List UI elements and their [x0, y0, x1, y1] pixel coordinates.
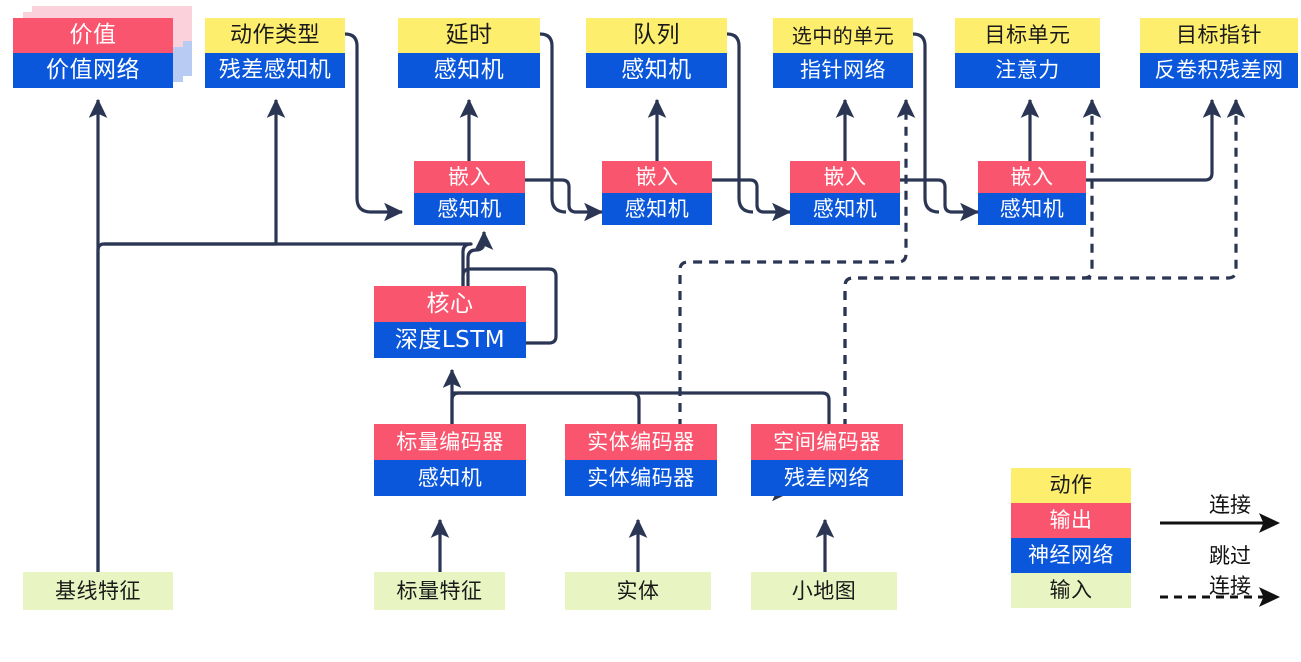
node-input-scalar-feats-label: 标量特征: [374, 572, 505, 610]
node-core-output-label: 核心: [374, 286, 526, 322]
node-input-minimap[interactable]: 小地图: [751, 572, 897, 610]
node-selected-unit-network-label: 指针网络: [773, 53, 913, 88]
legend-swatches: 动作 输出 神经网络 输入: [1011, 468, 1131, 608]
node-value[interactable]: 价值 价值网络: [13, 18, 173, 88]
node-target-point-action-label: 目标指针: [1140, 18, 1298, 53]
node-input-minimap-label: 小地图: [751, 572, 897, 610]
wire-embed2-to-embed3: [712, 178, 792, 222]
node-delay[interactable]: 延时 感知机: [398, 18, 540, 88]
node-target-unit-action-label: 目标单元: [955, 18, 1100, 53]
wire-core-to-embed1: [466, 230, 494, 286]
node-queue-network-label: 感知机: [586, 53, 727, 88]
node-embed-4[interactable]: 嵌入 感知机: [978, 161, 1086, 225]
node-input-entities[interactable]: 实体: [565, 572, 711, 610]
legend-skip-label-line2: 连接: [1209, 574, 1251, 598]
node-scalar-encoder-output-label: 标量编码器: [374, 424, 526, 460]
legend-edge-samples: [1160, 513, 1280, 607]
node-entity-encoder[interactable]: 实体编码器 实体编码器: [565, 424, 717, 496]
legend-skip-label-line1: 跳过: [1209, 544, 1251, 568]
node-input-entities-label: 实体: [565, 572, 711, 610]
node-queue-action-label: 队列: [586, 18, 727, 53]
node-embed-3-output-label: 嵌入: [790, 161, 900, 193]
wire-queue-hook: [726, 32, 754, 214]
node-embed-3[interactable]: 嵌入 感知机: [790, 161, 900, 225]
skip-entity-enc-to-selected-unit: [678, 98, 916, 460]
node-embed-1-output-label: 嵌入: [414, 161, 525, 193]
node-delay-network-label: 感知机: [398, 53, 540, 88]
node-embed-3-network-label: 感知机: [790, 193, 900, 225]
wire-action-type-to-embed1: [344, 32, 404, 222]
node-input-baseline-label: 基线特征: [23, 572, 173, 610]
skip-spatial-enc-to-target-point: [843, 98, 1246, 460]
node-value-network-label: 价值网络: [13, 53, 173, 88]
node-value-output-label: 价值: [13, 18, 173, 53]
node-action-type[interactable]: 动作类型 残差感知机: [205, 18, 345, 88]
node-queue[interactable]: 队列 感知机: [586, 18, 727, 88]
wire-selected-unit-hook: [912, 32, 940, 214]
legend-swatch-output: 输出: [1011, 503, 1131, 538]
node-selected-unit[interactable]: 选中的单元 指针网络: [773, 18, 913, 88]
wire-embed3-to-embed4: [900, 178, 980, 222]
node-core-network-label: 深度LSTM: [374, 322, 526, 358]
node-embed-2-network-label: 感知机: [602, 193, 712, 225]
node-target-unit[interactable]: 目标单元 注意力: [955, 18, 1100, 88]
node-embed-4-network-label: 感知机: [978, 193, 1086, 225]
node-spatial-encoder[interactable]: 空间编码器 残差网络: [751, 424, 903, 496]
node-embed-1[interactable]: 嵌入 感知机: [414, 161, 525, 225]
node-input-scalar-feats[interactable]: 标量特征: [374, 572, 505, 610]
wire-bus-to-action-type: [104, 98, 286, 246]
node-embed-2-output-label: 嵌入: [602, 161, 712, 193]
node-input-baseline[interactable]: 基线特征: [23, 572, 173, 610]
skip-spatial-enc-to-target-unit: [843, 98, 1102, 460]
node-target-point-network-label: 反卷积残差网: [1140, 53, 1298, 88]
node-spatial-encoder-output-label: 空间编码器: [751, 424, 903, 460]
legend-swatch-network: 神经网络: [1011, 538, 1131, 573]
wire-delay-hook: [539, 32, 567, 214]
node-core[interactable]: 核心 深度LSTM: [374, 286, 526, 358]
wire-embed1-to-embed2: [525, 178, 604, 222]
legend-swatch-input: 输入: [1011, 573, 1131, 608]
node-embed-1-network-label: 感知机: [414, 193, 525, 225]
wire-core-up-stub: [461, 242, 473, 286]
node-selected-unit-action-label: 选中的单元: [773, 18, 913, 53]
node-embed-2[interactable]: 嵌入 感知机: [602, 161, 712, 225]
node-delay-action-label: 延时: [398, 18, 540, 53]
node-action-type-action-label: 动作类型: [205, 18, 345, 53]
node-scalar-encoder[interactable]: 标量编码器 感知机: [374, 424, 526, 496]
node-scalar-encoder-network-label: 感知机: [374, 460, 526, 496]
node-entity-encoder-network-label: 实体编码器: [565, 460, 717, 496]
legend-connection-label: 连接: [1209, 493, 1251, 517]
legend-swatch-action: 动作: [1011, 468, 1131, 503]
node-entity-encoder-output-label: 实体编码器: [565, 424, 717, 460]
wire-embed4-to-target-point: [1086, 98, 1222, 182]
node-action-type-network-label: 残差感知机: [205, 53, 345, 88]
node-target-unit-network-label: 注意力: [955, 53, 1100, 88]
node-embed-4-output-label: 嵌入: [978, 161, 1086, 193]
node-spatial-encoder-network-label: 残差网络: [751, 460, 903, 496]
node-target-point[interactable]: 目标指针 反卷积残差网: [1140, 18, 1298, 88]
